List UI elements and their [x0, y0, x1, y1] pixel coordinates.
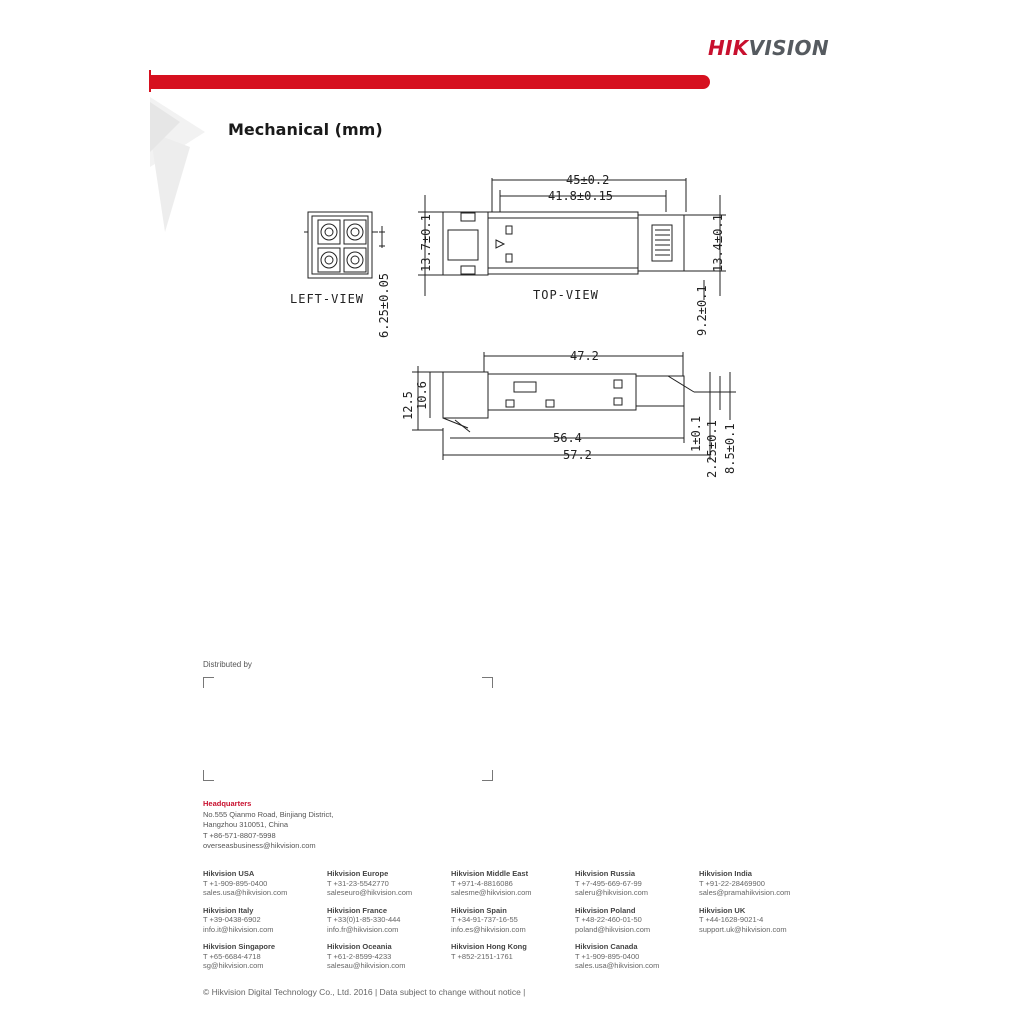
dim-height-left: 13.7±0.1 [419, 214, 433, 272]
office-name: Hikvision Europe [327, 869, 389, 878]
office-email: salesau@hikvision.com [327, 961, 406, 970]
office-email: support.uk@hikvision.com [699, 924, 787, 934]
office-phone: T +33(0)1-85-330-444 [327, 915, 401, 924]
office-phone: T +7-495-669-67-99 [575, 878, 642, 888]
office-name: Hikvision USA [203, 869, 255, 878]
office-name: Hikvision Singapore [203, 942, 276, 951]
header-red-bar [150, 75, 710, 89]
decorative-triangle-graphic [150, 97, 205, 232]
office-email: sales.usa@hikvision.com [203, 888, 288, 897]
headquarters-city: Hangzhou 310051, China [203, 820, 289, 829]
office-phone: T +31-23-5542770 [327, 878, 389, 888]
office-phone: T +34-91-737-16-55 [451, 915, 518, 924]
office-email: info.fr@hikvision.com [327, 924, 399, 934]
office-email: saleseuro@hikvision.com [327, 888, 413, 897]
office-email: info.it@hikvision.com [203, 924, 274, 934]
logo-hik-text: HIK [708, 36, 749, 60]
office-name: Hikvision Middle East [451, 869, 529, 878]
dim-bottom-outer: 57.2 [563, 448, 592, 462]
dim-side-length: 47.2 [570, 349, 599, 363]
office-name: Hikvision UK [699, 905, 746, 915]
distributor-box-corner [482, 677, 493, 688]
office-name: Hikvision Russia [575, 869, 636, 878]
dim-right-offset: 9.2±0.1 [695, 285, 709, 336]
top-view-label: TOP-VIEW [533, 288, 599, 302]
office-email: poland@hikvision.com [575, 924, 651, 934]
office-email: info.es@hikvision.com [451, 924, 526, 934]
dim-left-pitch: 6.25±0.05 [377, 273, 391, 338]
section-title: Mechanical (mm) [228, 120, 383, 139]
copyright-footer: © Hikvision Digital Technology Co., Ltd.… [203, 987, 526, 997]
headquarters-email: overseasbusiness@hikvision.com [203, 841, 316, 850]
office-name: Hikvision India [699, 869, 752, 878]
office-name: Hikvision Poland [575, 905, 636, 915]
office-phone: T +39-0438-6902 [203, 915, 261, 924]
office-phone: T +1-909-895-0400 [203, 878, 268, 888]
left-view-label: LEFT-VIEW [290, 292, 364, 306]
dim-side-r1: 1±0.1 [689, 416, 703, 452]
office-phone: T +61-2-8599-4233 [327, 951, 392, 961]
dim-side-r3: 8.5±0.1 [723, 423, 737, 474]
office-name: Hikvision Spain [451, 905, 507, 915]
left-view-drawing [304, 211, 385, 279]
office-email: salesme@hikvision.com [451, 888, 532, 897]
top-view-drawing [418, 178, 726, 300]
headquarters-title: Headquarters [203, 799, 252, 808]
distributor-box-corner [203, 770, 214, 781]
dim-body-top: 41.8±0.15 [548, 189, 613, 203]
headquarters-block: Headquarters No.555 Qianmo Road, Binjian… [203, 799, 463, 852]
office-phone: T +44-1628-9021-4 [699, 915, 764, 924]
office-phone: T +852-2151-1761 [451, 951, 513, 961]
office-name: Hikvision Oceania [327, 942, 392, 951]
office-email: sales.usa@hikvision.com [575, 961, 660, 970]
office-phone: T +48-22-460-01-50 [575, 915, 642, 924]
office-name: Hikvision Hong Kong [451, 942, 527, 951]
office-name: Hikvision Canada [575, 942, 638, 951]
office-phone: T +65-6684-4718 [203, 951, 261, 961]
office-name: Hikvision Italy [203, 905, 254, 915]
hikvision-logo: HIKVISION [708, 36, 829, 60]
office-phone: T +1-909-895-0400 [575, 951, 640, 961]
dim-overall-top: 45±0.2 [566, 173, 609, 187]
headquarters-address: No.555 Qianmo Road, Binjiang District, [203, 809, 334, 819]
office-email: saleru@hikvision.com [575, 888, 649, 897]
dim-side-height-a: 12.5 [401, 391, 415, 420]
office-name: Hikvision France [327, 905, 388, 915]
office-phone: T +91-22-28469900 [699, 878, 765, 888]
office-phone: T +971-4-8816086 [451, 878, 513, 888]
distributed-by-label: Distributed by [203, 660, 252, 669]
office-email: sales@pramahikvision.com [699, 888, 791, 897]
dim-height-right: 13.4±0.1 [711, 214, 725, 272]
logo-vision-text: VISION [748, 36, 829, 60]
distributor-box-corner [482, 770, 493, 781]
side-view-drawing [412, 352, 736, 460]
office-email: sg@hikvision.com [203, 961, 264, 970]
distributor-box-corner [203, 677, 214, 688]
dim-bottom-inner: 56.4 [553, 431, 582, 445]
headquarters-phone: T +86-571-8807-5998 [203, 830, 276, 840]
dim-side-r2: 2.25±0.1 [705, 420, 719, 478]
dim-side-height-b: 10.6 [415, 381, 429, 410]
